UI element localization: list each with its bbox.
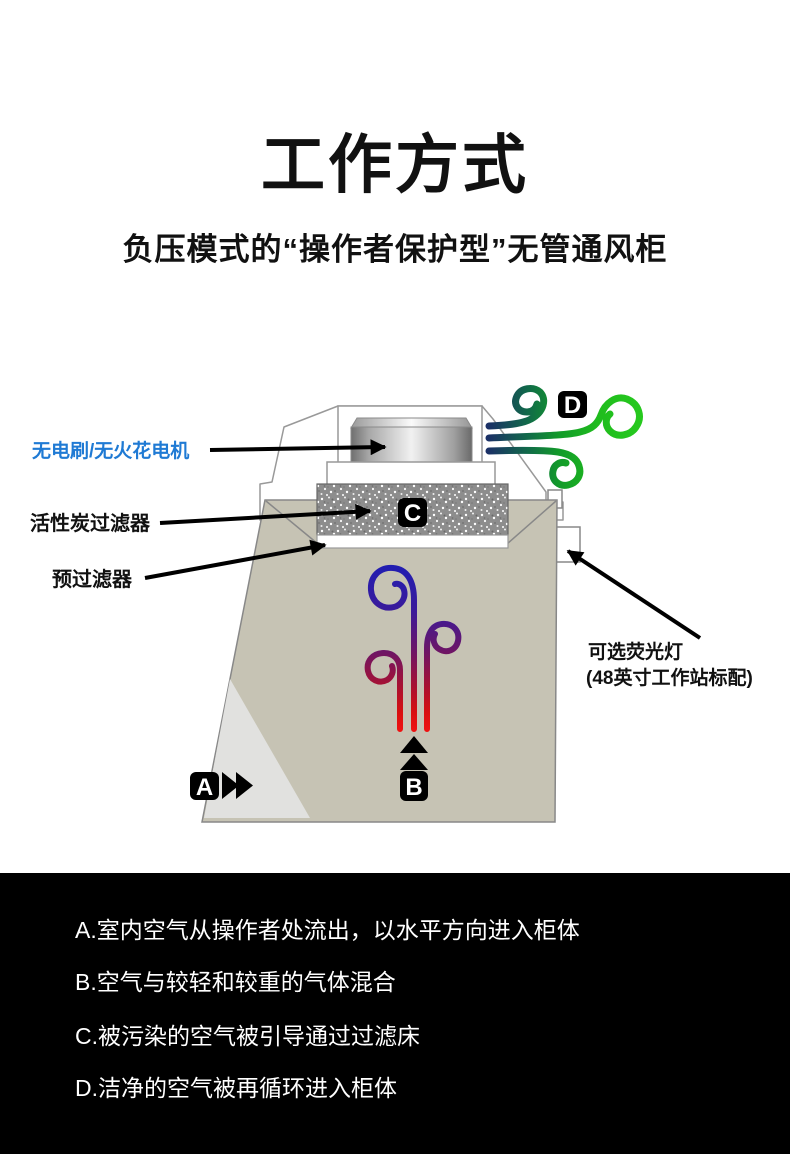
badge-c-letter: C <box>404 500 421 527</box>
badge-b-box <box>400 771 428 801</box>
carbon-filter-label: 活性炭过滤器 <box>30 512 151 535</box>
light-label-line1: 可选荧光灯 <box>588 640 683 663</box>
note-d: D.洁净的空气被再循环进入柜体 <box>75 1075 397 1101</box>
badge-d-letter: D <box>564 392 581 419</box>
note-c: C.被污染的空气被引导通过过滤床 <box>75 1023 420 1049</box>
mixing-air-swirl-icon <box>364 564 462 732</box>
badge-a-letter: A <box>196 774 213 801</box>
page-subtitle: 负压模式的“操作者保护型”无管通风柜 <box>122 232 668 267</box>
upflow-triangle-1 <box>400 736 428 753</box>
motor-body <box>350 426 473 463</box>
fume-hood-diagram: A B C D 无电刷/无火花电机 活性炭过滤器 预过滤器 可选荧光灯 (48英… <box>30 385 753 823</box>
badge-a: A <box>190 772 219 801</box>
wind-line-middle <box>485 394 643 442</box>
badge-b-letter: B <box>405 774 422 801</box>
badge-d: D <box>558 391 587 419</box>
funnel-line-right <box>506 500 557 545</box>
clean-air-wind-icon <box>485 385 643 489</box>
pre-filter-label: 预过滤器 <box>52 568 133 591</box>
pre-filter-arrow <box>144 539 327 580</box>
note-b: B.空气与较轻和较重的气体混合 <box>75 969 396 995</box>
inflow-triangle-1 <box>222 772 239 799</box>
light-arrow <box>566 549 702 640</box>
motor-arrow <box>209 439 387 456</box>
note-a: A.室内空气从操作者处流出，以水平方向进入柜体 <box>75 917 580 943</box>
motor-step-box <box>326 461 496 487</box>
swirl-right <box>424 620 462 732</box>
badge-c-box <box>398 498 427 527</box>
wind-line-top <box>485 385 548 430</box>
funnel-line-left <box>265 500 319 545</box>
badge-c: C <box>398 498 427 527</box>
swirl-left <box>364 649 403 732</box>
motor-label: 无电刷/无火花电机 <box>32 439 189 462</box>
badge-d-box <box>558 391 587 418</box>
badge-b: B <box>400 771 428 801</box>
wind-line-bottom <box>485 446 584 489</box>
upflow-triangle-2 <box>400 754 428 770</box>
light-label-line2: (48英寸工作站标配) <box>586 666 753 689</box>
swirl-middle <box>367 564 417 732</box>
carbon-filter-arrow <box>159 503 372 525</box>
pre-filter <box>316 534 509 549</box>
badge-a-box <box>190 772 219 800</box>
inflow-triangle-2 <box>236 772 253 799</box>
explanation-panel: A.室内空气从操作者处流出，以水平方向进入柜体 B.空气与较轻和较重的气体混合 … <box>0 873 790 1154</box>
page-title: 工作方式 <box>261 129 529 201</box>
